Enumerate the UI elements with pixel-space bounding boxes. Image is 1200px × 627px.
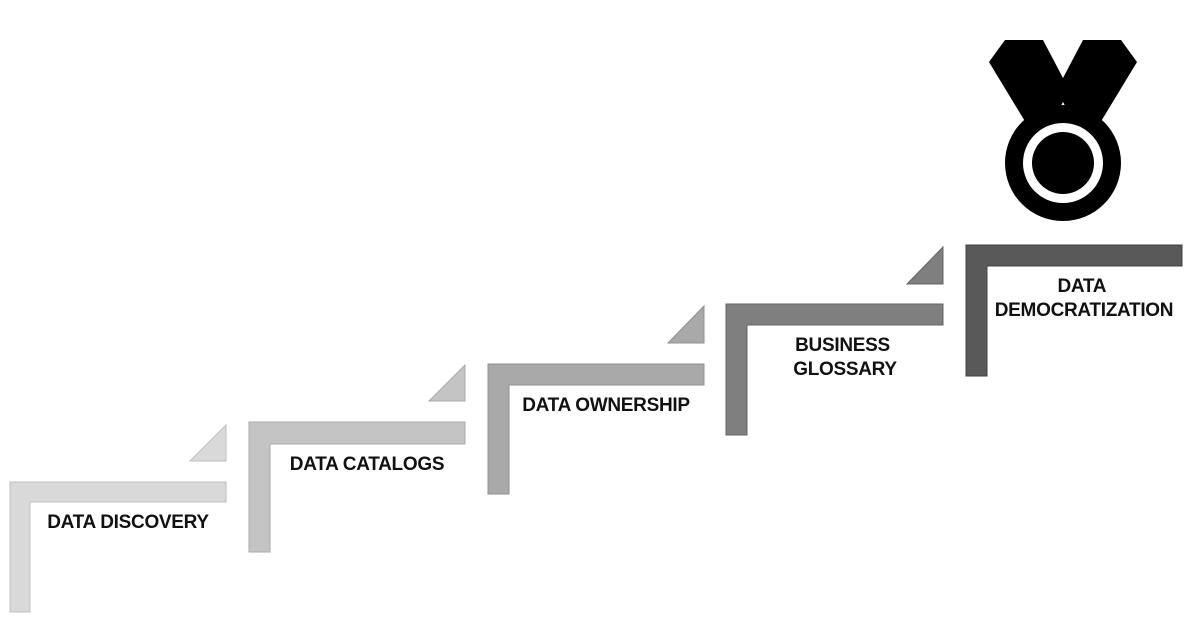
step-label: DATA OWNERSHIP xyxy=(522,395,690,416)
step-bracket xyxy=(725,303,944,436)
step-triangle xyxy=(666,304,705,344)
step-data-democratization: DATA DEMOCRATIZATION xyxy=(965,244,1183,377)
step-label: DATA DISCOVERY xyxy=(47,512,209,533)
step-label-line: DATA CATALOGS xyxy=(290,454,444,475)
step-triangle xyxy=(188,423,227,462)
step-business-glossary: BUSINESS GLOSSARY xyxy=(725,245,944,436)
step-label-line: DATA OWNERSHIP xyxy=(522,395,690,416)
step-data-catalogs: DATA CATALOGS xyxy=(248,363,466,553)
step-label: DATA DEMOCRATIZATION xyxy=(995,276,1173,321)
medal-icon xyxy=(989,40,1137,221)
step-label-line: GLOSSARY xyxy=(793,359,897,380)
step-label-line: DATA DISCOVERY xyxy=(47,512,209,533)
step-label: BUSINESS GLOSSARY xyxy=(793,335,897,380)
step-bracket xyxy=(9,481,227,613)
step-triangle xyxy=(905,245,944,285)
step-label-line: DATA xyxy=(1057,276,1106,297)
step-data-ownership: DATA OWNERSHIP xyxy=(487,304,705,495)
step-data-discovery: DATA DISCOVERY xyxy=(9,423,227,613)
step-bracket xyxy=(965,244,1183,377)
step-label: DATA CATALOGS xyxy=(290,454,444,475)
step-label-line: BUSINESS xyxy=(795,335,890,356)
step-label-line: DEMOCRATIZATION xyxy=(995,300,1173,321)
step-bracket xyxy=(487,363,705,495)
step-bracket xyxy=(248,421,466,553)
step-triangle xyxy=(427,363,466,402)
